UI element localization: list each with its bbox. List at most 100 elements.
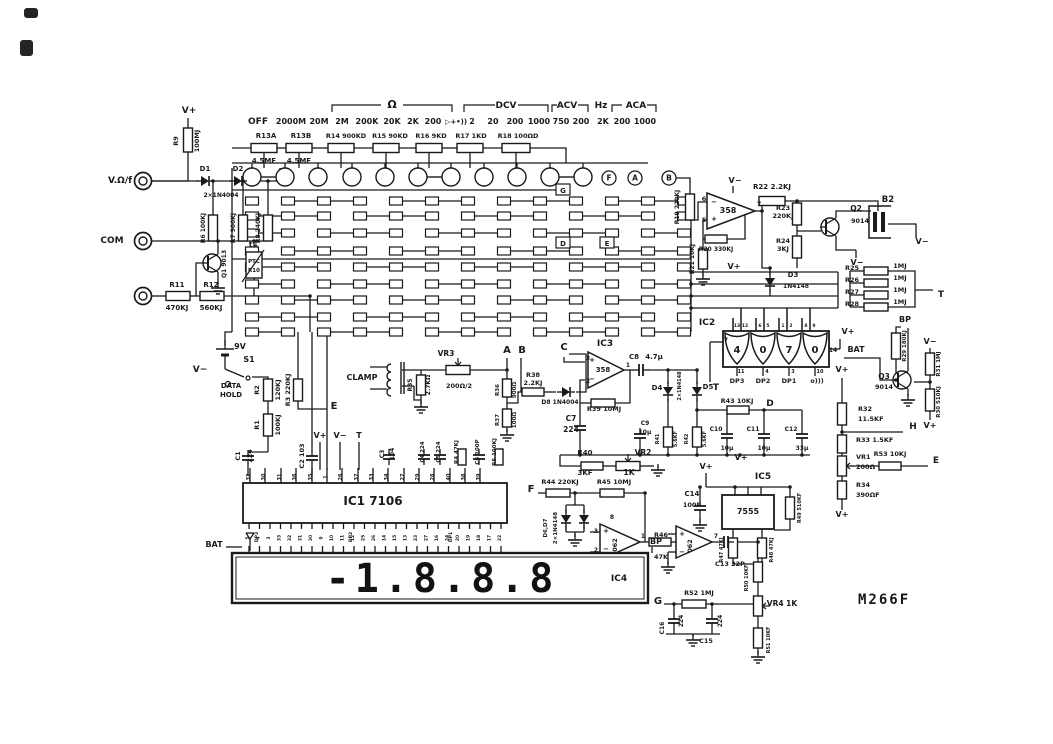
wire [785, 200, 879, 211]
wire [888, 223, 917, 238]
label-text: 1MJ [893, 262, 906, 270]
switch-contact [280, 295, 296, 305]
pin-number: 38 [461, 473, 467, 480]
label-text: 14 [829, 347, 837, 354]
junction-dot [666, 453, 670, 457]
pin-number: 4 [256, 536, 262, 539]
switch-contact [496, 196, 512, 206]
switch-contact [424, 196, 440, 206]
label-text: D [766, 399, 773, 409]
wire [195, 262, 202, 296]
label-text: 11.5KF [858, 415, 884, 423]
wire [569, 353, 587, 393]
switch-pole [245, 375, 251, 381]
switch-contact [316, 327, 332, 337]
label-text: E [933, 456, 939, 466]
label-text: R37 [495, 414, 501, 426]
xor-gate [724, 331, 750, 366]
diode [663, 387, 673, 395]
label-text: 7 [724, 337, 728, 344]
range-bracket [331, 104, 381, 112]
label-text: 20M [309, 117, 328, 126]
label-text: R20 330KJ [699, 246, 733, 253]
switch-contact [532, 228, 548, 238]
resistor [784, 496, 796, 520]
label-text: Q1 9013 [221, 250, 228, 278]
label-text: V+ [842, 327, 855, 336]
switch-contact [352, 295, 368, 305]
switch-contact [640, 228, 656, 238]
pin-number: 22 [497, 535, 503, 541]
label-text: t↓ [249, 240, 260, 249]
label-text: V+ [836, 510, 849, 519]
range-bracket [518, 104, 549, 112]
label-text: 10μ [721, 445, 734, 452]
wire [897, 382, 909, 390]
wire [888, 270, 916, 308]
label-text: BAT [847, 345, 865, 354]
switch-contact [676, 279, 692, 289]
resistor [704, 234, 728, 244]
junction-dot [710, 602, 714, 606]
wire [579, 379, 585, 420]
pin-number: 6 [758, 323, 761, 329]
switch-contact [352, 327, 368, 337]
label-text: Q3 [878, 372, 890, 381]
switch-contact [352, 228, 368, 238]
label-text: R9 [172, 136, 180, 146]
label-text: D2 [233, 165, 244, 173]
wire [897, 370, 909, 378]
label-text: R1 [253, 420, 261, 430]
label-text: 0 [760, 345, 767, 356]
switch-contact [280, 246, 296, 256]
label-text: IC3 [597, 339, 613, 349]
wires [151, 118, 933, 654]
resistor [924, 388, 936, 412]
range-bracket [551, 104, 557, 112]
resistor [545, 488, 571, 498]
label-text: 2 [469, 117, 475, 126]
pin-number: 16 [434, 535, 440, 541]
switch-contact [568, 312, 584, 322]
label-text: DP3 [254, 532, 260, 542]
switch-contact [460, 211, 476, 221]
label-text: V+ [836, 365, 849, 374]
label-text: 120KJ [274, 379, 282, 400]
junction-dot [733, 485, 737, 489]
label-text: 390ΩF [856, 491, 880, 499]
label-text: C15 [699, 637, 713, 645]
potentiometer [445, 364, 471, 376]
diode [562, 387, 570, 397]
switch-contact [460, 228, 476, 238]
junction-dot [573, 491, 577, 495]
resistors [165, 127, 936, 649]
label-text: R51 10KF [766, 627, 772, 654]
label-text: 900Ω [512, 382, 518, 398]
switch-contact [460, 327, 476, 337]
junction-dot [689, 282, 693, 286]
label-text: S1 [243, 355, 255, 364]
label-text: 2×1N4004 [203, 192, 238, 199]
pin-number: 12 [350, 535, 356, 541]
label-text: R39 10MJ [587, 405, 621, 413]
label-text: V+ [700, 462, 713, 471]
resistor [863, 290, 889, 300]
pin-number: 8 [804, 323, 807, 329]
node-letter: F [606, 174, 611, 183]
pin-number: 1 [323, 475, 329, 479]
opamp [599, 522, 642, 562]
label-text: 200 [507, 117, 524, 126]
pin-number: 24 [445, 535, 451, 541]
label-text: R42 [684, 433, 690, 444]
switch-contact [316, 228, 332, 238]
pin-number: 12 [742, 323, 748, 329]
switch-contact [604, 279, 620, 289]
label-text: R47 47KJ [719, 537, 725, 562]
junction-dot [252, 239, 256, 243]
label-text: R50 10KF [744, 565, 750, 592]
pin-number: 31 [298, 535, 304, 541]
grounds [211, 273, 915, 664]
switch-contact [640, 312, 656, 322]
